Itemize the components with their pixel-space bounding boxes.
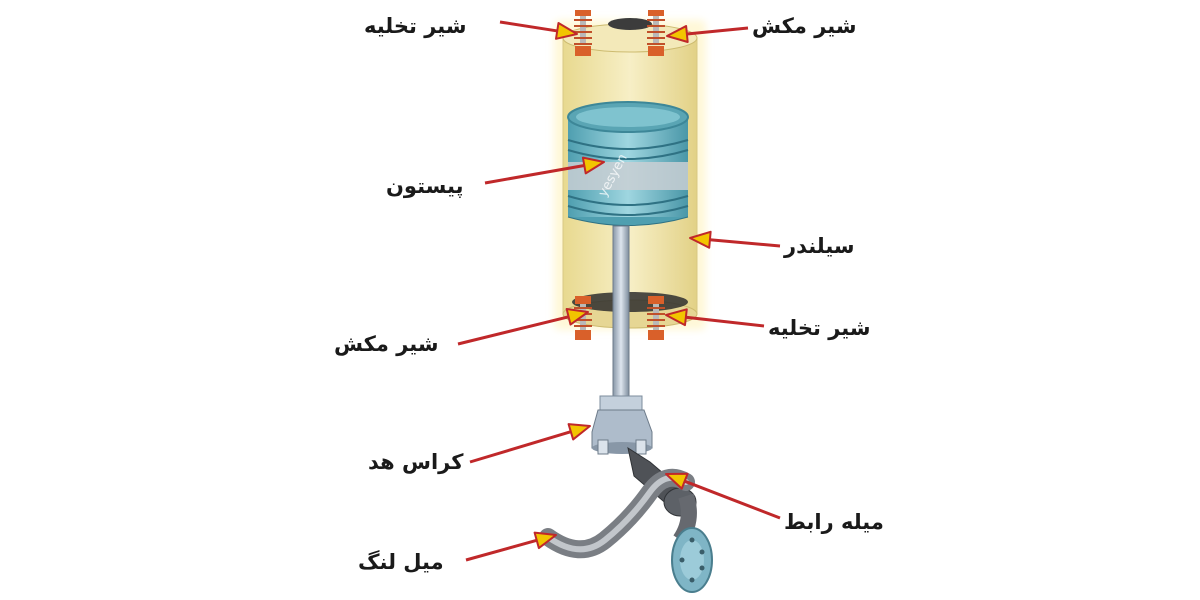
arrow-discharge-valve-top bbox=[499, 20, 578, 40]
label-cylinder: سیلندر bbox=[784, 234, 855, 258]
piston bbox=[567, 101, 689, 226]
arrow-cylinder bbox=[689, 230, 781, 249]
label-crosshead: کراس هد bbox=[368, 450, 464, 474]
crosshead bbox=[591, 395, 653, 455]
label-discharge-valve-bottom: شیر تخلیه bbox=[768, 316, 871, 340]
valve-bottom-right bbox=[647, 296, 665, 340]
crankshaft bbox=[539, 468, 713, 593]
piston-rod bbox=[612, 225, 630, 407]
arrow-crosshead bbox=[469, 423, 591, 464]
arrow-connecting-rod bbox=[665, 472, 781, 520]
label-discharge-valve-top: شیر تخلیه bbox=[364, 14, 467, 38]
arrow-piston bbox=[484, 156, 605, 185]
arrow-crankshaft bbox=[465, 531, 557, 562]
arrow-suction-valve-bottom bbox=[457, 308, 589, 346]
arrow-discharge-valve-bottom bbox=[665, 308, 765, 328]
arrow-suction-valve-top bbox=[666, 25, 749, 43]
label-suction-valve-bottom: شیر مکش bbox=[334, 332, 439, 356]
valve-top-right bbox=[647, 10, 665, 56]
label-connecting-rod: میله رابط bbox=[784, 510, 884, 534]
label-suction-valve-top: شیر مکش bbox=[752, 14, 857, 38]
valve-top-left bbox=[574, 10, 592, 56]
label-crankshaft: میل لنگ bbox=[358, 550, 444, 574]
leader-arrows bbox=[457, 20, 781, 562]
label-piston: پیستون bbox=[386, 174, 464, 198]
